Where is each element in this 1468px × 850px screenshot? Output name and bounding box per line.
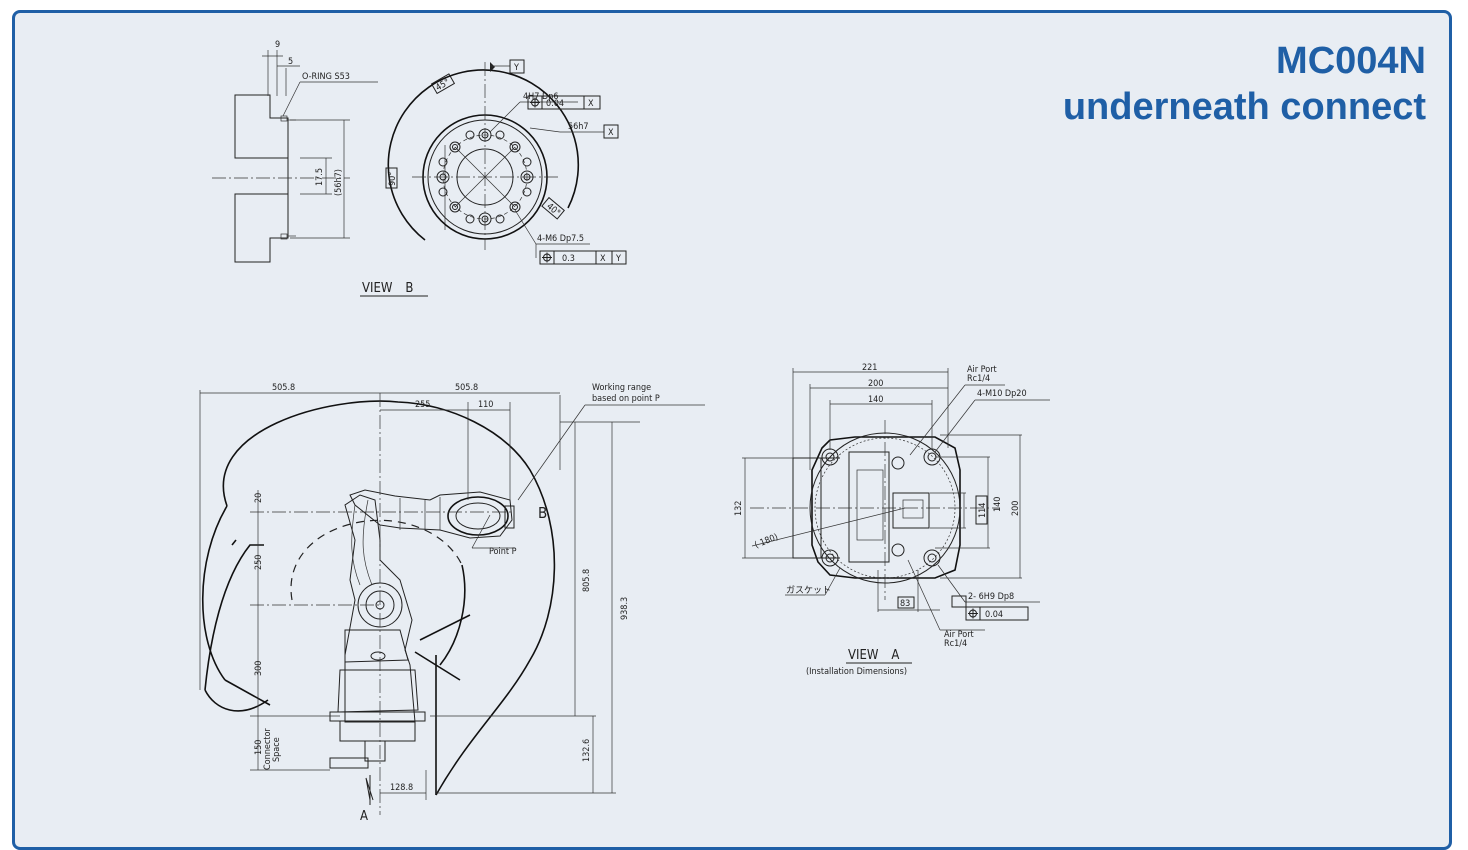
model-name: MC004N — [1276, 40, 1426, 82]
dim-200-top: 200 — [868, 379, 883, 389]
drawing-panel — [12, 10, 1452, 850]
dim-132: 132 — [734, 501, 744, 516]
datum-x: X — [608, 128, 614, 138]
dim-180: ( 180) — [753, 532, 779, 550]
dim-250: 250 — [254, 555, 264, 570]
tol-0-3: 0.3 — [562, 254, 575, 264]
dim-221: 221 — [862, 363, 877, 373]
dim-9: 9 — [275, 40, 280, 50]
point-p-label: Point P — [489, 547, 517, 557]
bolt-callout: 4-M10 Dp20 — [977, 389, 1027, 399]
dim-110: 110 — [478, 400, 493, 410]
tol-0-04: 0.04 — [546, 99, 564, 109]
working-range-line2: based on point P — [592, 394, 660, 404]
tol-0-04-a: 0.04 — [985, 610, 1003, 620]
dim-505-8-right: 505.8 — [455, 383, 478, 393]
installation-caption: (Installation Dimensions) — [806, 667, 907, 677]
view-a-label: VIEW A — [848, 648, 899, 663]
dim-300: 300 — [254, 661, 264, 676]
connector-space-line1: Connector — [263, 728, 273, 770]
air-port-top-line1: Air Port — [967, 365, 997, 375]
working-range-line1: Working range — [592, 383, 651, 393]
dim-17-5: 17.5 — [315, 168, 325, 186]
gasket-label: ガスケット — [786, 585, 831, 596]
dim-938-3: 938.3 — [620, 597, 630, 620]
dim-150: 150 — [254, 740, 264, 755]
label-b: B — [538, 504, 547, 522]
flange-section: 9 5 O-RING S53 17.5 (56h7) — [212, 40, 378, 263]
oring-label: O-RING S53 — [302, 72, 350, 82]
ref-y: Y — [615, 254, 621, 264]
dim-805-8: 805.8 — [582, 569, 592, 592]
hole-4m6-callout: 4-M6 Dp7.5 — [537, 234, 584, 244]
dim-56h7-paren: (56h7) — [334, 169, 344, 196]
datum-y: Y — [513, 63, 519, 73]
dim-140-right: 140 — [993, 497, 1003, 512]
ref-x: X — [600, 254, 606, 264]
air-port-bot-line1: Air Port — [944, 630, 974, 640]
dim-20: 20 — [254, 493, 264, 503]
dim-128-8: 128.8 — [390, 783, 413, 793]
side-view — [199, 390, 705, 815]
hole-4h7-callout: 4H7 Dp6 — [523, 92, 559, 102]
dim-200-right: 200 — [1011, 501, 1021, 516]
technical-drawing: 9 5 O-RING S53 17.5 (56h7) — [199, 40, 1050, 824]
base-plate — [742, 368, 1050, 631]
connection-type: underneath connect — [1062, 86, 1426, 128]
dim-140-top: 140 — [868, 395, 883, 405]
angle-90: 90° — [388, 172, 398, 186]
page-title: MC004N underneath connect — [1063, 38, 1426, 130]
dim-83: 83 — [900, 599, 910, 609]
dim-505-8-left: 505.8 — [272, 383, 295, 393]
tol-ref-x: X — [588, 99, 594, 109]
label-a: A — [360, 809, 368, 824]
air-port-bot-line2: Rc1/4 — [944, 639, 967, 649]
dim-132-6: 132.6 — [582, 739, 592, 762]
air-port-top-line2: Rc1/4 — [967, 374, 990, 384]
view-b-label: VIEW B — [362, 281, 413, 296]
connector-space-line2: Space — [272, 737, 282, 762]
angle-45: 45° — [434, 77, 451, 93]
hole-6h9-callout: 2- 6H9 Dp8 — [968, 592, 1014, 602]
dim-114: 114 — [978, 503, 988, 518]
dim-255: 255 — [415, 400, 430, 410]
flange-face: Y 45° 90° 40° 4H7 Dp6 0.04 X 56h7 — [385, 59, 627, 265]
dia-56h7: 56h7 — [568, 122, 589, 132]
dim-5: 5 — [288, 57, 293, 67]
